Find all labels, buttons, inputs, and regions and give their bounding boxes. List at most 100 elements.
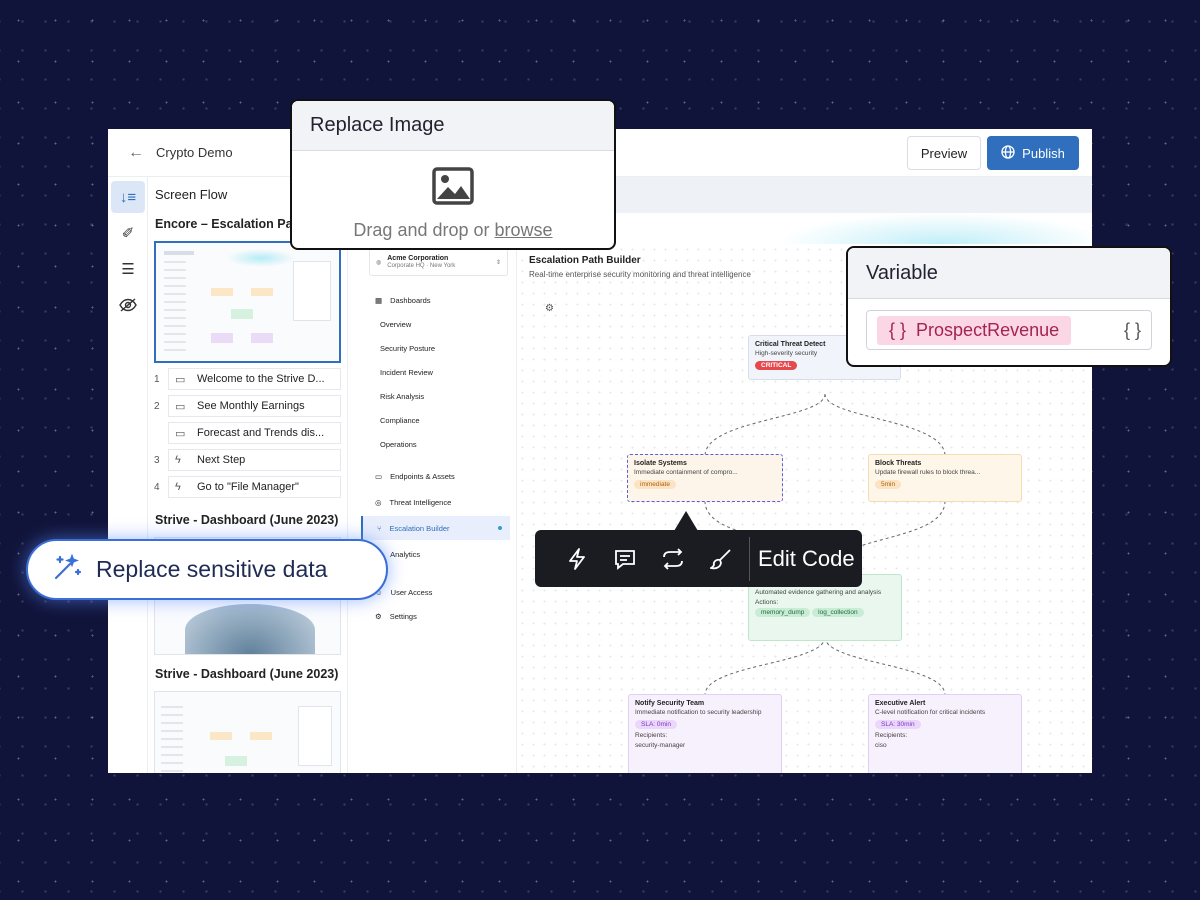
- globe-icon: ◍: [376, 259, 382, 266]
- actions-label: Actions:: [755, 599, 779, 606]
- nav-item-threat-intel[interactable]: ◎Threat Intelligence: [361, 490, 516, 514]
- comment-icon[interactable]: [601, 548, 649, 570]
- node-block-threats[interactable]: Block Threats Update firewall rules to b…: [868, 454, 1022, 502]
- eye-off-icon[interactable]: [111, 289, 145, 321]
- edit-code-button[interactable]: Edit Code: [758, 545, 855, 571]
- nav-label: Incident Review: [380, 367, 433, 377]
- nav-label: Risk Analysis: [380, 391, 425, 401]
- bolt-icon: ϟ: [175, 481, 181, 493]
- step-label: Forecast and Trends dis...: [197, 427, 325, 439]
- nav-label: Escalation Builder: [389, 523, 450, 533]
- bolt-icon: ϟ: [175, 454, 181, 466]
- variable-field[interactable]: { } ProspectRevenue { }: [866, 310, 1152, 350]
- monitor-icon: ▭: [375, 471, 383, 481]
- magic-wand-icon: [52, 552, 82, 587]
- popup-title: Variable: [848, 248, 1170, 299]
- connector-lines: [704, 393, 946, 696]
- step-number: 3: [154, 454, 160, 466]
- screen-thumbnail-selected[interactable]: [154, 241, 341, 363]
- gear-icon: ⚙: [375, 611, 382, 621]
- dropzone[interactable]: Drag and drop or browse: [292, 151, 614, 241]
- nav-item-dashboards[interactable]: ▦Dashboards: [361, 288, 516, 312]
- recipient: security-manager: [635, 742, 686, 749]
- nav-label: Endpoints & Assets: [390, 471, 455, 481]
- step-label: Next Step: [197, 454, 246, 466]
- sort-flow-icon[interactable]: ↓≡: [111, 181, 145, 213]
- node-desc: Immediate containment of compro...: [634, 469, 738, 476]
- nav-item-incident-review[interactable]: Incident Review: [361, 360, 516, 384]
- node-tag: immediate: [634, 480, 676, 489]
- bolt-icon[interactable]: [553, 547, 601, 570]
- publish-button[interactable]: Publish: [987, 136, 1079, 170]
- back-arrow-icon[interactable]: ←: [128, 143, 144, 161]
- brush-icon[interactable]: [697, 548, 745, 570]
- node-title: Executive Alert: [875, 700, 926, 707]
- nav-label: Threat Intelligence: [389, 497, 452, 507]
- node-tag: 5min: [875, 480, 902, 489]
- branch-icon: ⑂: [377, 523, 382, 533]
- action-chip: log_collection: [812, 608, 864, 617]
- dropzone-prompt: Drag and drop or: [353, 220, 490, 240]
- nav-item-security-posture[interactable]: Security Posture: [361, 336, 516, 360]
- nav-label: Analytics: [390, 549, 421, 559]
- message-icon: ▭: [175, 373, 186, 386]
- nav-label: Operations: [380, 439, 417, 449]
- users-icon: ☺: [375, 587, 383, 597]
- step-label: Go to "File Manager": [197, 481, 299, 493]
- toolbar-pointer: [674, 511, 698, 531]
- canvas-title: Escalation Path Builder: [529, 255, 641, 266]
- nav-item-user-access[interactable]: ☺User Access: [361, 580, 516, 604]
- chevron-updown-icon: ⇕: [495, 259, 501, 266]
- node-desc: C-level notification for critical incide…: [875, 709, 986, 716]
- step-number: 1: [154, 373, 160, 385]
- screen-flow-title: Screen Flow: [155, 186, 228, 202]
- variable-chip[interactable]: { } ProspectRevenue: [877, 315, 1072, 345]
- flow-step[interactable]: ▭Forecast and Trends dis...: [154, 421, 341, 445]
- recipients-label: Recipients:: [635, 732, 668, 739]
- swap-icon[interactable]: [649, 547, 697, 570]
- node-desc: Update firewall rules to block threa...: [875, 469, 981, 476]
- preview-button[interactable]: Preview: [907, 136, 981, 170]
- node-isolate-systems[interactable]: Isolate Systems Immediate containment of…: [627, 454, 783, 502]
- insert-variable-braces-icon[interactable]: { }: [1123, 319, 1141, 340]
- nav-item-operations[interactable]: Operations: [361, 432, 516, 456]
- node-title: Block Threats: [875, 460, 922, 467]
- flow-step[interactable]: 1▭Welcome to the Strive D...: [154, 367, 341, 391]
- settings-gear-icon[interactable]: ⚙: [545, 303, 554, 314]
- nav-item-settings[interactable]: ⚙Settings: [361, 604, 516, 628]
- nav-label: Compliance: [380, 415, 420, 425]
- element-toolbar: Edit Code: [535, 530, 862, 587]
- node-executive-alert[interactable]: Executive Alert C-level notification for…: [868, 694, 1022, 773]
- nav-item-endpoints[interactable]: ▭ Endpoints & Assets: [361, 464, 516, 488]
- replace-image-popup: Replace Image Drag and drop or browse: [290, 99, 616, 250]
- flow-step[interactable]: 2▭See Monthly Earnings: [154, 394, 341, 418]
- recipient: ciso: [875, 742, 887, 749]
- section-title: Encore – Escalation Path: [155, 217, 305, 231]
- node-notify-security[interactable]: Notify Security Team Immediate notificat…: [628, 694, 782, 773]
- node-desc: Immediate notification to security leade…: [635, 709, 762, 716]
- nav-item-escalation-builder[interactable]: ⑂ Escalation Builder: [361, 516, 510, 540]
- node-tag: SLA: 0min: [635, 720, 677, 729]
- replace-sensitive-data-label: Replace sensitive data: [96, 556, 328, 582]
- flow-step[interactable]: 3 ϟ Next Step: [154, 448, 341, 472]
- node-desc: Automated evidence gathering and analysi…: [755, 589, 882, 596]
- node-tag: CRITICAL: [755, 361, 798, 370]
- nav-item-overview[interactable]: Overview: [361, 312, 516, 336]
- screen-thumbnail[interactable]: [154, 691, 341, 773]
- nav-item-risk-analysis[interactable]: Risk Analysis: [361, 384, 516, 408]
- image-icon: [432, 167, 474, 210]
- list-tree-icon[interactable]: ☰: [121, 261, 135, 278]
- browse-link[interactable]: browse: [494, 220, 553, 240]
- step-number: 2: [154, 400, 160, 412]
- node-title: Critical Threat Detect: [755, 341, 826, 348]
- magic-wand-icon[interactable]: ✐: [121, 225, 135, 242]
- nav-item-compliance[interactable]: Compliance: [361, 408, 516, 432]
- popup-title: Replace Image: [292, 101, 614, 151]
- app-window: ← Crypto Demo Preview Publish ↓≡ ✐ ☰ Scr…: [108, 129, 1092, 773]
- replace-sensitive-data-button[interactable]: Replace sensitive data: [26, 539, 388, 600]
- nav-label: Overview: [380, 319, 412, 329]
- nav-label: Dashboards: [390, 295, 431, 305]
- org-location: Corporate HQ · New York: [387, 263, 456, 269]
